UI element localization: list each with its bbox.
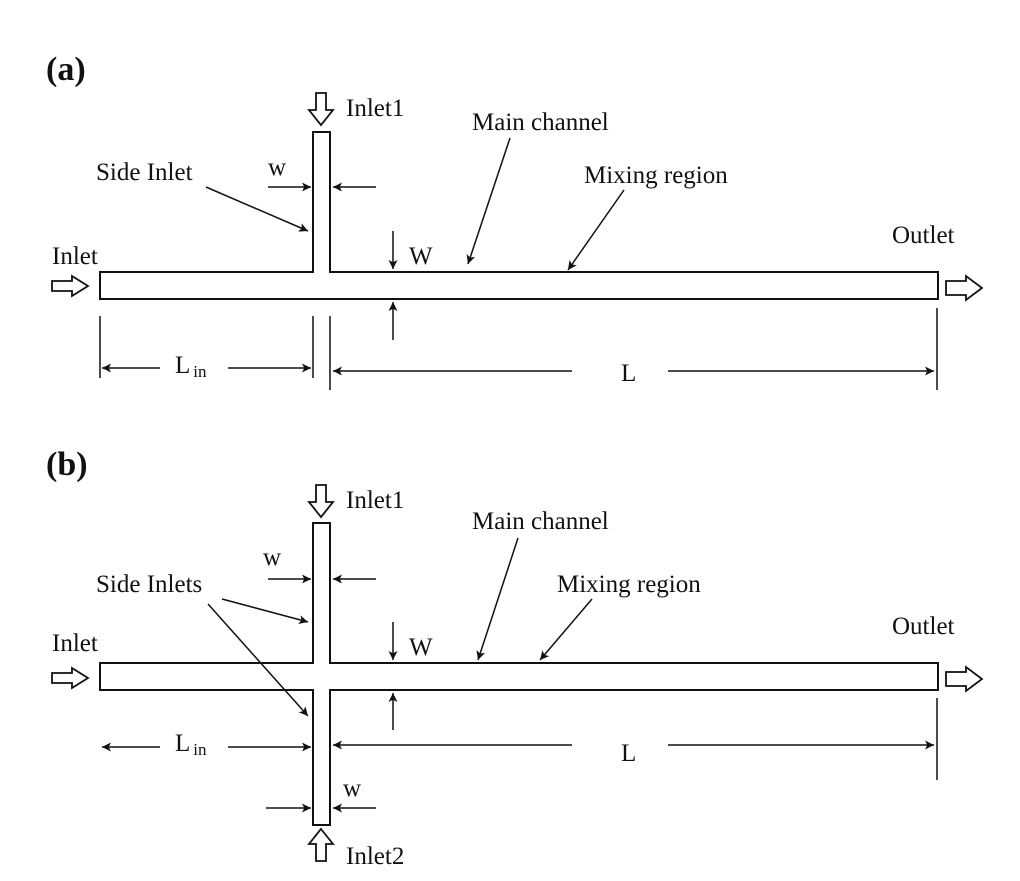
panel-b-mixing-region-leader	[539, 598, 593, 661]
panel-a-mixing-region-label: Mixing region	[584, 162, 728, 189]
panel-a-side-inlet-leader	[205, 186, 309, 232]
panel-a-mixing-length-label: L	[621, 360, 636, 387]
panel-b-inlet2-label: Inlet2	[346, 843, 404, 870]
panel-b-cross-channel	[99, 522, 939, 826]
panel-a-side-width-label: w	[268, 154, 286, 181]
panel-a-main-width-label: W	[409, 243, 433, 270]
panel-a-side-inlet-label: Side Inlet	[96, 159, 193, 186]
panel-a-main-channel-leader	[466, 137, 511, 265]
panel-b-inlet-label: Inlet	[52, 630, 98, 657]
panel-b-inlet2-flow-arrow-icon	[307, 827, 335, 862]
panel-b-mixing-region-label: Mixing region	[557, 571, 701, 598]
panel-a-main-channel-label: Main channel	[472, 109, 609, 136]
panel-b: (b) Inlet1 Main channel Side Inlets Mixi…	[46, 446, 984, 870]
panel-a: (a) Inlet1 Main channel Side Inlet Mixin…	[46, 51, 984, 390]
panel-a-outlet-flow-arrow-icon	[945, 274, 984, 302]
panel-b-outlet-flow-arrow-icon	[945, 665, 984, 693]
panel-b-side-inlets-leader-top	[221, 598, 309, 625]
panel-b-inlet1-label: Inlet1	[346, 487, 404, 514]
panel-b-inlet-flow-arrow-icon	[51, 666, 90, 690]
panel-a-label: (a)	[46, 51, 86, 88]
panel-a-inlet-flow-arrow-icon	[51, 274, 90, 298]
panel-b-bottom-side-width-label: w	[343, 775, 361, 802]
panel-b-top-side-width-label: w	[263, 544, 281, 571]
panel-a-inlet1-flow-arrow-icon	[307, 92, 335, 127]
panel-b-label: (b)	[46, 446, 88, 483]
panel-b-mixing-length-label: L	[621, 740, 636, 767]
panel-a-outlet-label: Outlet	[892, 222, 955, 249]
panel-b-outlet-label: Outlet	[892, 613, 955, 640]
panel-b-inlet1-flow-arrow-icon	[307, 484, 335, 519]
panel-a-mixing-region-leader	[567, 189, 625, 271]
panel-b-side-inlets-label: Side Inlets	[96, 571, 202, 598]
panel-a-inlet-label: Inlet	[52, 243, 98, 270]
panel-a-t-channel	[99, 131, 939, 300]
panel-b-main-channel-label: Main channel	[472, 508, 609, 535]
panel-b-main-width-label: W	[409, 634, 433, 661]
panel-a-inlet1-label: Inlet1	[346, 95, 404, 122]
panel-b-side-inlets-leader-bottom	[207, 603, 309, 717]
panel-b-main-channel-leader	[476, 537, 519, 661]
